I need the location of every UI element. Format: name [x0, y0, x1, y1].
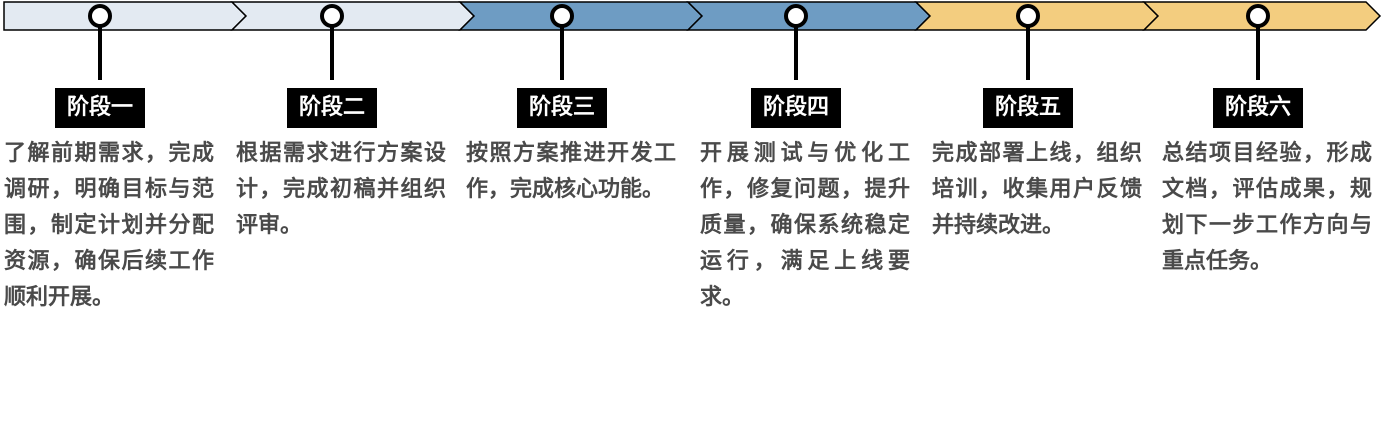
stage-3: 阶段三按照方案推进开发工作，完成核心功能。	[466, 88, 676, 208]
timeline-node-1	[88, 4, 112, 28]
stage-4: 阶段四开展测试与优化工作，修复问题，提升质量，确保系统稳定运行，满足上线要求。	[700, 88, 910, 316]
stage-description: 按照方案推进开发工作，完成核心功能。	[466, 141, 676, 202]
stage-title: 阶段五	[982, 88, 1073, 128]
timeline-node-2	[320, 4, 344, 28]
stage-title: 阶段四	[750, 88, 841, 128]
stage-title: 阶段二	[286, 88, 377, 128]
stage-6: 阶段六总结项目经验，形成文档，评估成果，规划下一步工作方向与重点任务。	[1162, 88, 1372, 280]
stage-title: 阶段三	[516, 88, 607, 128]
stage-description: 完成部署上线，组织培训，收集用户反馈并持续改进。	[932, 141, 1142, 238]
stage-description: 了解前期需求，完成调研，明确目标与范围，制定计划并分配资源，确保后续工作顺利开展…	[4, 141, 214, 310]
stage-title: 阶段六	[1212, 88, 1303, 128]
stage-title: 阶段一	[54, 88, 145, 128]
timeline-segment-2	[230, 1, 476, 31]
stage-description: 根据需求进行方案设计，完成初稿并组织评审。	[236, 141, 446, 238]
timeline-segment-4	[686, 1, 932, 31]
timeline-node-5	[1016, 4, 1040, 28]
timeline-node-6	[1246, 4, 1270, 28]
stage-1: 阶段一了解前期需求，完成调研，明确目标与范围，制定计划并分配资源，确保后续工作顺…	[4, 88, 214, 316]
timeline-node-3	[550, 4, 574, 28]
stage-2: 阶段二根据需求进行方案设计，完成初稿并组织评审。	[236, 88, 446, 244]
timeline-arrow	[3, 1, 1382, 80]
timeline-segment-1	[3, 1, 248, 31]
stage-description: 总结项目经验，形成文档，评估成果，规划下一步工作方向与重点任务。	[1162, 141, 1372, 274]
timeline-node-4	[784, 4, 808, 28]
timeline-segment-3	[458, 1, 704, 31]
stage-5: 阶段五完成部署上线，组织培训，收集用户反馈并持续改进。	[932, 88, 1142, 244]
stage-description: 开展测试与优化工作，修复问题，提升质量，确保系统稳定运行，满足上线要求。	[700, 141, 910, 310]
